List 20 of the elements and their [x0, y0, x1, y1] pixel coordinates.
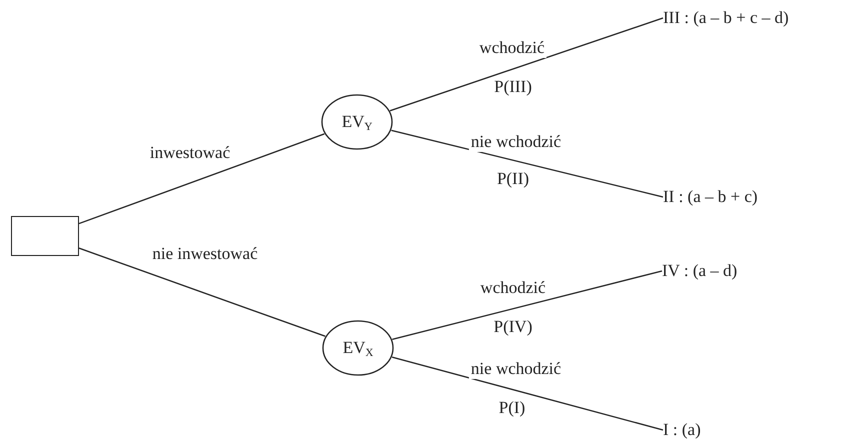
node-label: EV$_{X}$	[342, 338, 374, 358]
branch-line	[392, 356, 664, 431]
probability-label: P(I)	[496, 398, 528, 418]
branch-line	[392, 270, 662, 340]
edge-label: nie wchodzić	[468, 359, 564, 379]
decision-box	[11, 216, 79, 256]
probability-label: P(IV)	[492, 317, 534, 337]
edge-label: nie wchodzić	[468, 132, 564, 152]
branch-line	[78, 133, 325, 224]
edge-label: wchodzić	[477, 38, 547, 58]
branch-line	[390, 17, 664, 112]
outcome-label: I : (a)	[663, 420, 701, 440]
probability-label: P(II)	[494, 169, 532, 189]
probability-label: P(III)	[492, 77, 534, 97]
outcome-label: IV : (a – d)	[662, 261, 738, 281]
node-label: EV$_{Y}$	[342, 112, 372, 132]
outcome-label: II : (a – b + c)	[663, 187, 758, 207]
branch-line	[391, 130, 664, 198]
branch-line	[78, 248, 326, 337]
outcome-label: III : (a – b + c – d)	[663, 8, 789, 28]
